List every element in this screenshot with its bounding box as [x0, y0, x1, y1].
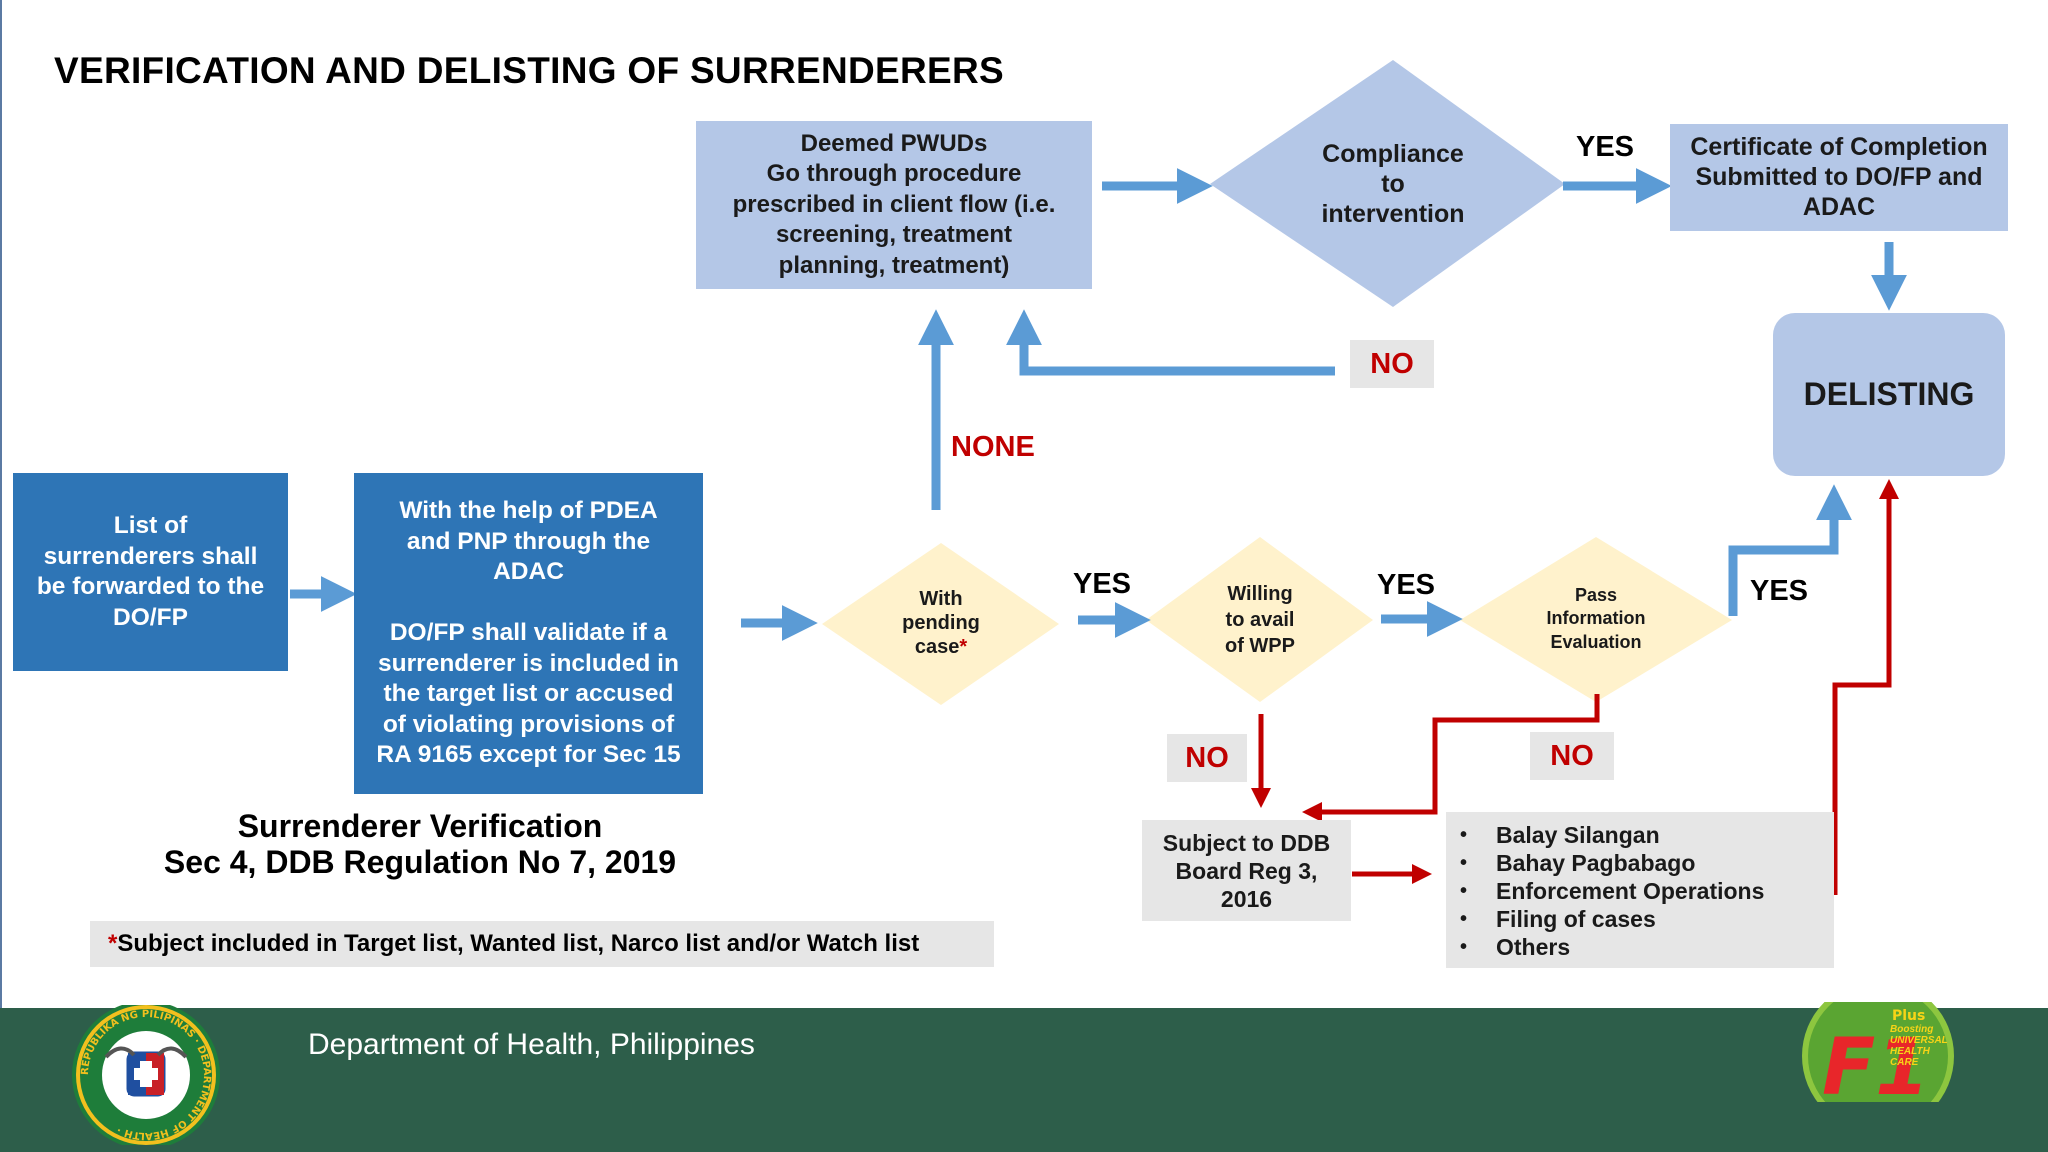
- pass-info-label: Pass Information Evaluation: [1546, 585, 1646, 652]
- list-item: Bahay Pagbabago: [1446, 849, 1834, 877]
- subject-ddb-box: Subject to DDB Board Reg 3, 2016: [1142, 820, 1351, 921]
- validate-box: With the help of PDEA and PNP through th…: [354, 473, 703, 794]
- pending-case-diamond: [822, 543, 1059, 705]
- arrow-no-back: [1006, 309, 1335, 376]
- pass-info-diamond: [1460, 537, 1732, 702]
- flow-connectors: [290, 60, 1907, 895]
- no-label-willing: NO: [1167, 734, 1247, 782]
- yes-label-pass: YES: [1750, 575, 1809, 607]
- yes-label-willing: YES: [1377, 569, 1436, 601]
- list-forwarded-box: List of surrenderers shall be forwarded …: [13, 473, 288, 671]
- footnote-text: Subject included in Target list, Wanted …: [117, 930, 920, 957]
- f1-label: F1: [1822, 1023, 1930, 1102]
- no-label-compliance: NO: [1350, 340, 1434, 388]
- deemed-pwuds-box: Deemed PWUDs Go through procedure prescr…: [696, 121, 1092, 289]
- pending-case-label: With pending case*: [870, 578, 1012, 668]
- plus-label: Plus: [1892, 1008, 1925, 1024]
- arrow-pass-yes-to-delisting: [1728, 484, 1852, 616]
- arrow-pass-no-to-ddb: [1302, 694, 1600, 822]
- caption: Surrenderer Verification Sec 4, DDB Regu…: [140, 808, 700, 880]
- footnote: *Subject included in Target list, Wanted…: [90, 921, 994, 967]
- options-list: Balay Silangan Bahay Pagbabago Enforceme…: [1446, 821, 1834, 961]
- left-border-line: [0, 0, 2, 1008]
- yes-label-pending: YES: [1073, 568, 1132, 600]
- f1-tagline: Boosting UNIVERSAL HEALTH CARE: [1890, 1024, 1948, 1068]
- pending-case-asterisk: *: [959, 636, 968, 658]
- list-item: Others: [1446, 933, 1834, 961]
- footer-bar: [0, 1008, 2048, 1152]
- compliance-label: Compliance to intervention: [1321, 140, 1465, 228]
- list-item: Enforcement Operations: [1446, 877, 1834, 905]
- list-item: Balay Silangan: [1446, 821, 1834, 849]
- arrow-list-to-delisting: [1832, 479, 1899, 895]
- none-label: NONE: [951, 431, 1035, 463]
- certificate-box: Certificate of Completion Submitted to D…: [1670, 124, 2008, 231]
- caption-line-2: Sec 4, DDB Regulation No 7, 2019: [163, 844, 677, 880]
- page-title: VERIFICATION AND DELISTING OF SURRENDERE…: [54, 50, 1004, 91]
- footer-org-name: Department of Health, Philippines: [308, 1028, 755, 1061]
- doh-seal-logo: REPUBLIKA NG PILIPINAS · DEPARTMENT OF H…: [72, 1005, 220, 1145]
- delisting-box: DELISTING: [1773, 313, 2005, 476]
- footnote-asterisk: *: [108, 930, 118, 957]
- pending-case-text: With pending case: [902, 588, 980, 658]
- willing-wpp-diamond: [1146, 537, 1373, 702]
- caption-line-1: Surrenderer Verification: [237, 808, 603, 844]
- options-list-box: Balay Silangan Bahay Pagbabago Enforceme…: [1446, 812, 1834, 968]
- yes-label-compliance: YES: [1576, 131, 1635, 163]
- compliance-diamond: [1210, 60, 1565, 307]
- no-label-pass: NO: [1530, 732, 1614, 780]
- willing-wpp-label: Willing to avail of WPP: [1225, 583, 1295, 657]
- f1-plus-logo: F1 Plus: [1802, 1002, 1954, 1102]
- list-item: Filing of cases: [1446, 905, 1834, 933]
